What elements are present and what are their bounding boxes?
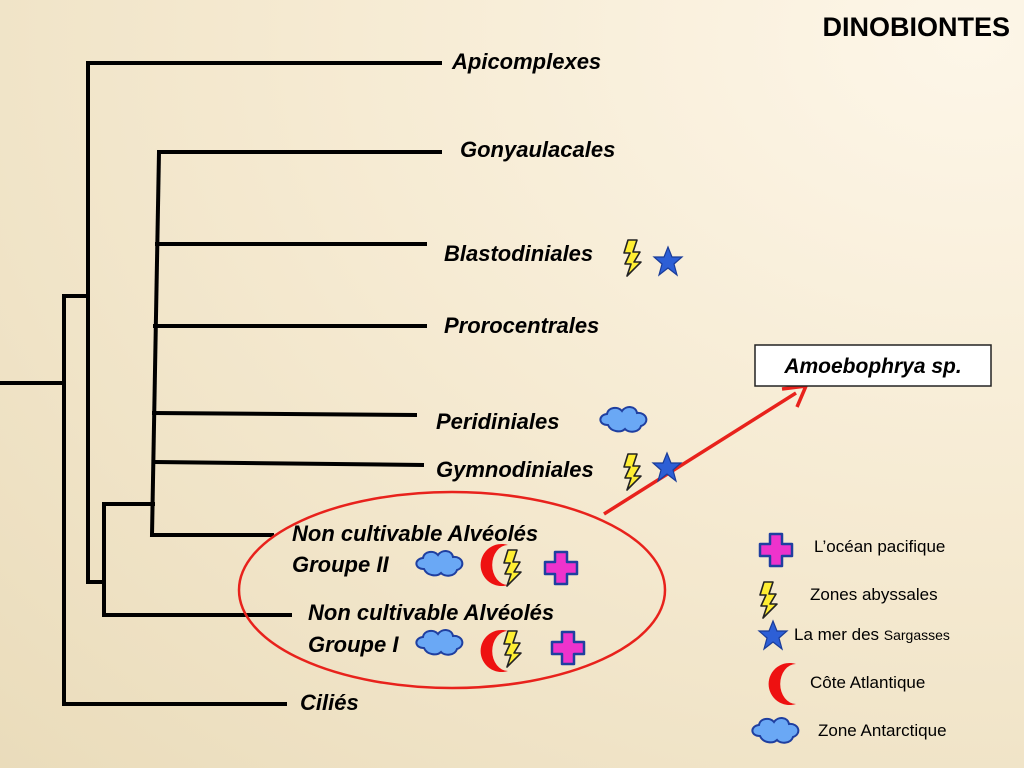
callout-arrow xyxy=(603,391,797,516)
highlight-ellipse xyxy=(237,490,667,690)
groupe-ii-lightning-icon xyxy=(503,549,522,587)
gymnodiniales-star-icon xyxy=(652,452,682,482)
legend-cloud-icon xyxy=(751,717,800,744)
label-peridiniales: Peridiniales xyxy=(436,409,560,434)
callout-label: Amoebophrya sp. xyxy=(783,355,961,378)
legend-abyssal-label: Zones abyssales xyxy=(810,585,938,604)
legend-lightning-icon xyxy=(759,581,778,619)
gymnodiniales-lightning-icon xyxy=(623,453,642,491)
groupe-i-cross-icon xyxy=(550,630,586,666)
blastodiniales-lightning-icon xyxy=(623,239,642,277)
label-prorocentrales: Prorocentrales xyxy=(444,313,599,338)
groupe-ii-cloud-icon xyxy=(415,550,464,577)
legend-sargasso-prefix: La mer des xyxy=(794,625,884,644)
label-gymnodiniales: Gymnodiniales xyxy=(436,457,594,482)
amoebophrya-callout: Amoebophrya sp. xyxy=(754,344,992,387)
groupe-ii-cross-icon xyxy=(543,550,579,586)
branch-peridiniales xyxy=(151,410,418,418)
groupe-ii-crescent-icon xyxy=(480,544,508,586)
legend-star-icon xyxy=(758,620,788,650)
label-groupe-i-line2: Groupe I xyxy=(308,632,399,657)
callout-box xyxy=(754,344,992,387)
label-cilies: Ciliés xyxy=(300,690,359,715)
legend-crescent-icon xyxy=(768,663,796,705)
legend-cross-icon xyxy=(758,532,794,568)
groupe-i-crescent-icon xyxy=(480,630,508,672)
callout-arrowhead xyxy=(781,383,809,408)
label-apicomplexes: Apicomplexes xyxy=(451,49,601,74)
label-blastodiniales: Blastodiniales xyxy=(444,241,593,266)
legend-sargasso-label: La mer des Sargasses xyxy=(794,625,950,644)
label-groupe-ii-line2: Groupe II xyxy=(292,552,389,577)
label-groupe-ii-line1: Non cultivable Alvéolés xyxy=(292,521,538,546)
peridiniales-cloud-icon xyxy=(599,406,648,433)
blastodiniales-star-icon xyxy=(653,246,683,276)
legend-pacific-label: L’océan pacifique xyxy=(814,537,945,556)
legend-sargasso-suffix: Sargasses xyxy=(884,627,950,643)
node-dinophyceae-vertical xyxy=(149,149,162,538)
label-gonyaulacales: Gonyaulacales xyxy=(460,137,615,162)
legend-antarctic-label: Zone Antarctique xyxy=(818,721,947,740)
label-groupe-i-line1: Non cultivable Alvéolés xyxy=(308,600,554,625)
branch-gymnodiniales xyxy=(152,459,425,468)
groupe-i-lightning-icon xyxy=(503,630,522,668)
phylogenetic-tree xyxy=(0,61,442,706)
diagram-title: DINOBIONTES xyxy=(822,12,1010,42)
legend: L’océan pacifique Zones abyssales La mer… xyxy=(751,532,950,744)
legend-atlantic-label: Côte Atlantique xyxy=(810,673,925,692)
groupe-i-cloud-icon xyxy=(415,629,464,656)
